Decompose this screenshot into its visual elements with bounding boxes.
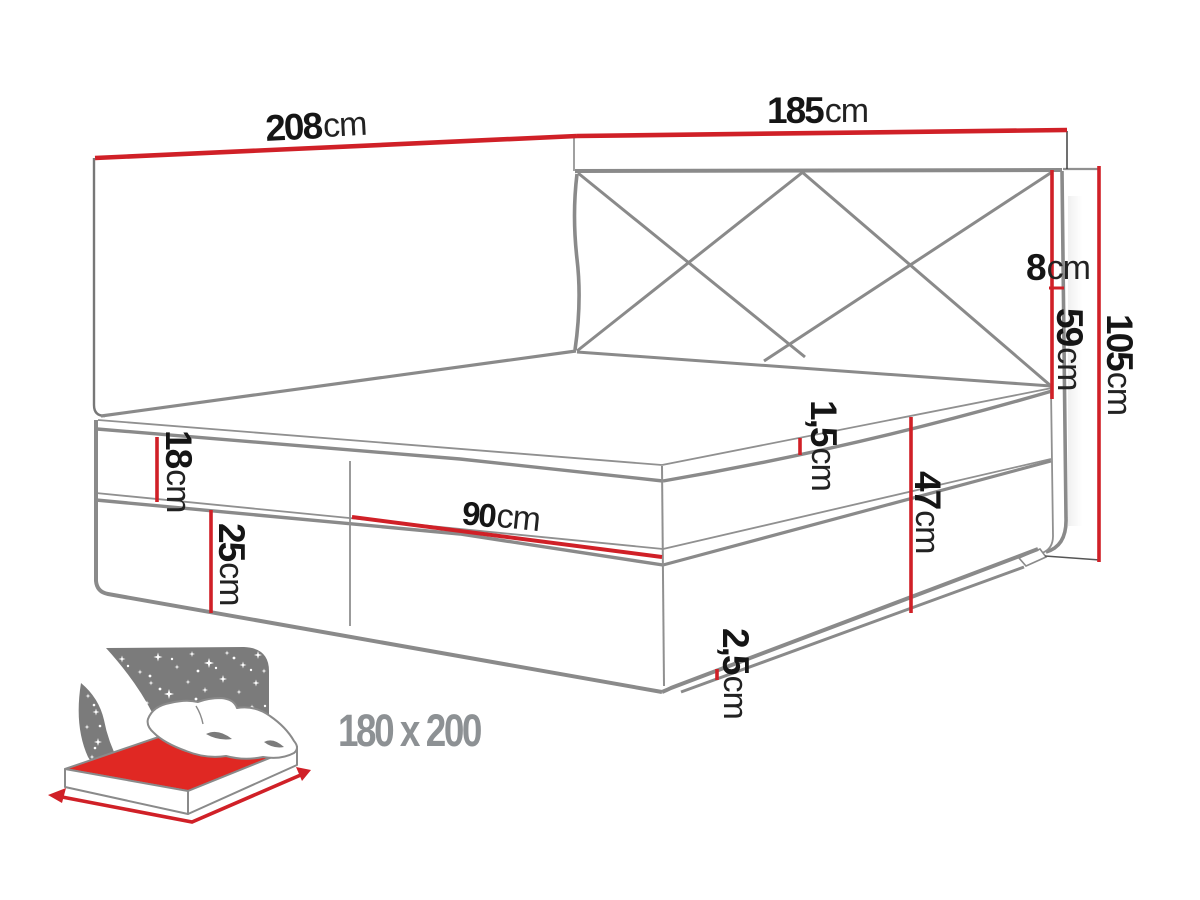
svg-text:1,5cm: 1,5cm bbox=[803, 400, 844, 491]
svg-text:59cm: 59cm bbox=[1049, 308, 1090, 390]
svg-text:18cm: 18cm bbox=[158, 430, 199, 512]
svg-text:105cm: 105cm bbox=[1099, 314, 1140, 415]
svg-text:208cm: 208cm bbox=[264, 103, 367, 149]
svg-text:180 x 200: 180 x 200 bbox=[338, 706, 482, 756]
svg-text:47cm: 47cm bbox=[907, 471, 948, 553]
svg-text:90cm: 90cm bbox=[460, 493, 542, 539]
svg-text:2,5cm: 2,5cm bbox=[715, 628, 756, 719]
svg-text:185cm: 185cm bbox=[767, 90, 868, 131]
svg-text:8cm: 8cm bbox=[1026, 247, 1090, 288]
svg-text:25cm: 25cm bbox=[211, 523, 252, 605]
